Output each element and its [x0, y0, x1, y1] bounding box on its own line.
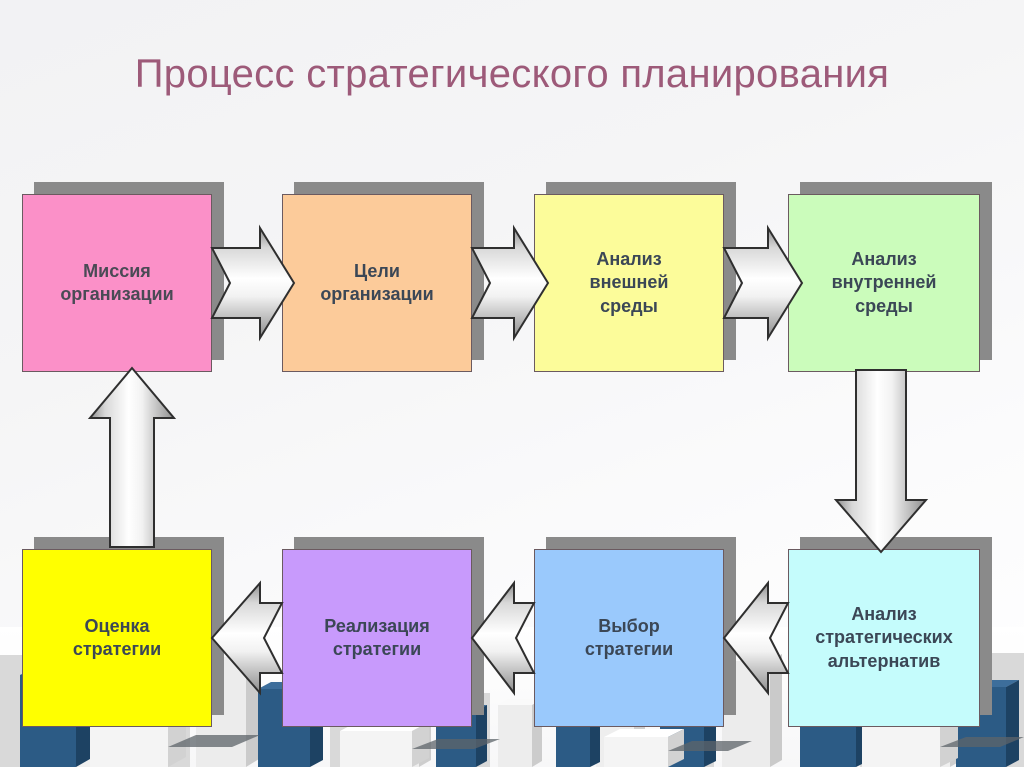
- connector-internal-to-alternatives: [833, 369, 929, 554]
- node-internal-analysis[interactable]: Анализ внутренней среды: [788, 194, 980, 372]
- node-mission[interactable]: Миссия организации: [22, 194, 212, 372]
- node-external-analysis[interactable]: Анализ внешней среды: [534, 194, 724, 372]
- node-label: Выбор стратегии: [584, 615, 674, 659]
- node-label: Оценка стратегии: [72, 615, 162, 659]
- node-strategy-evaluation[interactable]: Оценка стратегии: [22, 549, 212, 727]
- node-strategic-alternatives[interactable]: Анализ стратегических альтернатив: [788, 549, 980, 727]
- node-label: Анализ внутренней среды: [831, 248, 937, 316]
- page-title: Процесс стратегического планирования: [134, 52, 890, 96]
- node-strategy-choice[interactable]: Выбор стратегии: [534, 549, 724, 727]
- connector-evaluation-to-mission: [87, 366, 177, 548]
- node-label: Анализ внешней среды: [589, 248, 669, 316]
- node-label: Реализация стратегии: [324, 615, 430, 659]
- node-label: Цели организации: [320, 260, 434, 304]
- node-label: Анализ стратегических альтернатив: [815, 603, 953, 671]
- node-label: Миссия организации: [60, 260, 174, 304]
- node-strategy-implementation[interactable]: Реализация стратегии: [282, 549, 472, 727]
- node-goals[interactable]: Цели организации: [282, 194, 472, 372]
